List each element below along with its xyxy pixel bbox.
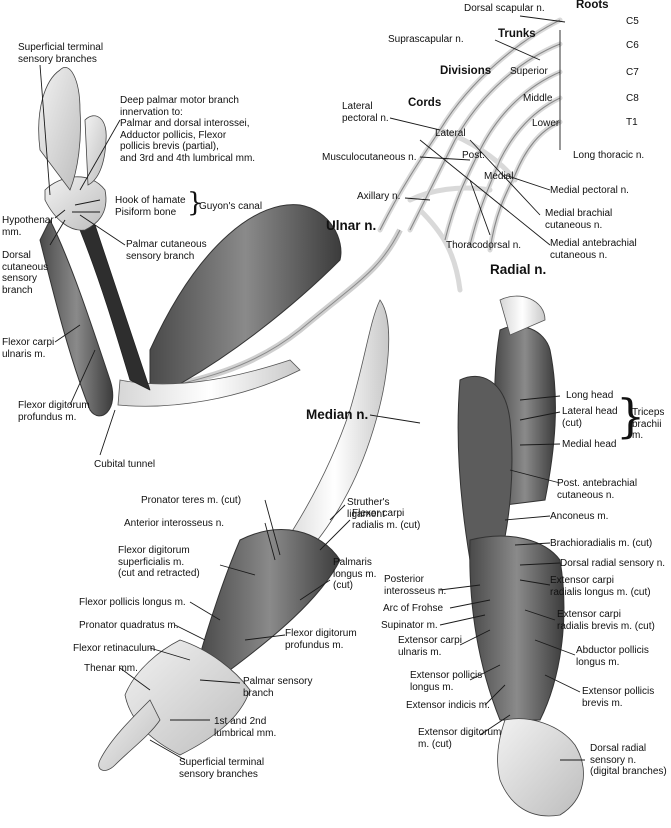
label-c5: C5 bbox=[626, 16, 639, 27]
label-ecrb: Extensor carpi radialis brevis m. (cut) bbox=[557, 609, 655, 632]
label-trunks: Trunks bbox=[498, 28, 536, 40]
label-dorsal-radial-sensory: Dorsal radial sensory n. bbox=[560, 558, 666, 569]
label-fdp-left: Flexor digitorum profundus m. bbox=[18, 400, 90, 423]
label-palmar-cutaneous: Palmar cutaneous sensory branch bbox=[126, 239, 207, 262]
label-hook-of-hamate: Hook of hamate bbox=[115, 195, 186, 206]
label-long-head: Long head bbox=[566, 390, 614, 401]
label-epl: Extensor pollicis longus m. bbox=[410, 670, 483, 693]
label-superficial-terminal-top: Superficial terminal sensory branches bbox=[18, 42, 104, 65]
label-fcu: Flexor carpi ulnaris m. bbox=[2, 337, 55, 360]
leader-lines bbox=[39, 15, 585, 761]
label-apl: Abductor pollicis longus m. bbox=[576, 645, 649, 668]
guyons-canal-brace: } bbox=[187, 188, 204, 218]
label-pisiform: Pisiform bone bbox=[115, 207, 177, 218]
middle-arm-median bbox=[98, 299, 390, 771]
label-extensor-indicis: Extensor indicis m. bbox=[406, 700, 490, 711]
label-posterior-interosseus: Posterior interosseus n. bbox=[384, 574, 447, 597]
label-roots: Roots bbox=[576, 0, 609, 11]
title-ulnar-nerve: Ulnar n. bbox=[326, 218, 377, 233]
label-cords: Cords bbox=[408, 97, 442, 109]
label-lumbrical: 1st and 2nd lumbrical mm. bbox=[214, 716, 277, 739]
label-lateral-pectoral: Lateral pectoral n. bbox=[342, 101, 389, 124]
label-palmar-sensory: Palmar sensory branch bbox=[243, 676, 313, 699]
label-epb: Extensor pollicis brevis m. bbox=[582, 686, 655, 709]
label-t1: T1 bbox=[626, 117, 638, 128]
label-medial-head: Medial head bbox=[562, 439, 617, 450]
label-c8: C8 bbox=[626, 93, 639, 104]
label-ecu: Extensor carpi ulnaris m. bbox=[398, 635, 462, 658]
label-thoracodorsal: Thoracodorsal n. bbox=[446, 240, 522, 251]
label-c7: C7 bbox=[626, 67, 639, 78]
label-dorsal-radial-digital: Dorsal radial sensory n. (digital branch… bbox=[590, 743, 667, 777]
label-ecrl: Extensor carpi radialis longus m. (cut) bbox=[550, 575, 651, 598]
label-medial-cord: Medial bbox=[484, 171, 514, 182]
label-anconeus: Anconeus m. bbox=[550, 511, 609, 522]
label-dorsal-cutaneous: Dorsal cutaneous sensory branch bbox=[2, 250, 49, 296]
label-divisions: Divisions bbox=[440, 65, 492, 77]
title-radial-nerve: Radial n. bbox=[490, 262, 547, 277]
label-fds: Flexor digitorum superficialis m. (cut a… bbox=[118, 545, 200, 579]
label-lower: Lower bbox=[532, 118, 560, 129]
label-fcr: Flexor carpi radialis m. (cut) bbox=[352, 508, 421, 531]
label-palmaris-longus: Palmaris longus m. (cut) bbox=[333, 557, 377, 591]
label-post-antebrachial: Post. antebrachial cutaneous n. bbox=[557, 478, 638, 501]
label-pronator-quadratus: Pronator quadratus m. bbox=[79, 620, 179, 631]
label-suprascapular: Suprascapular n. bbox=[388, 34, 464, 45]
label-flexor-retinaculum: Flexor retinaculum bbox=[73, 643, 156, 654]
title-median-nerve: Median n. bbox=[306, 407, 369, 422]
label-deep-palmar: Deep palmar motor branch innervation to:… bbox=[120, 95, 256, 164]
label-medial-pectoral: Medial pectoral n. bbox=[550, 185, 629, 196]
label-fpl: Flexor pollicis longus m. bbox=[79, 597, 186, 608]
label-fdp-mid: Flexor digitorum profundus m. bbox=[285, 628, 357, 651]
label-medial-brachial: Medial brachial cutaneous n. bbox=[545, 208, 613, 231]
label-triceps: Triceps brachii m. bbox=[632, 407, 665, 441]
triceps-brace: } bbox=[616, 389, 646, 443]
label-extensor-digitorum: Extensor digitorum m. (cut) bbox=[418, 727, 502, 750]
label-supinator: Supinator m. bbox=[381, 620, 438, 631]
label-lateral-cord: Lateral bbox=[435, 128, 466, 139]
label-brachioradialis: Brachioradialis m. (cut) bbox=[550, 538, 653, 549]
left-arm-ulnar bbox=[38, 67, 342, 417]
label-arc-of-frohse: Arc of Frohse bbox=[383, 603, 444, 614]
label-superior: Superior bbox=[510, 66, 548, 77]
label-superficial-terminal-bottom: Superficial terminal sensory branches bbox=[179, 757, 265, 780]
label-medial-antebrachial: Medial antebrachial cutaneous n. bbox=[550, 238, 637, 261]
label-lateral-head: Lateral head (cut) bbox=[562, 406, 618, 429]
label-pronator-teres: Pronator teres m. (cut) bbox=[141, 495, 242, 506]
label-musculocutaneous: Musculocutaneous n. bbox=[322, 152, 417, 163]
label-long-thoracic: Long thoracic n. bbox=[573, 150, 645, 161]
label-cubital-tunnel: Cubital tunnel bbox=[94, 459, 156, 470]
label-guyons-canal: Guyon's canal bbox=[199, 201, 263, 212]
right-arm-radial bbox=[457, 295, 584, 817]
label-thenar: Thenar mm. bbox=[84, 663, 138, 674]
label-axillary: Axillary n. bbox=[357, 191, 401, 202]
label-c6: C6 bbox=[626, 40, 639, 51]
label-struthers-ligament: Struther's ligament bbox=[347, 497, 390, 520]
label-hypothenar: Hypothenar mm. bbox=[2, 215, 54, 238]
label-dorsal-scapular: Dorsal scapular n. bbox=[464, 3, 545, 14]
label-post-cord: Post. bbox=[462, 150, 485, 161]
label-middle: Middle bbox=[523, 93, 553, 104]
label-anterior-interosseus: Anterior interosseus n. bbox=[124, 518, 225, 529]
